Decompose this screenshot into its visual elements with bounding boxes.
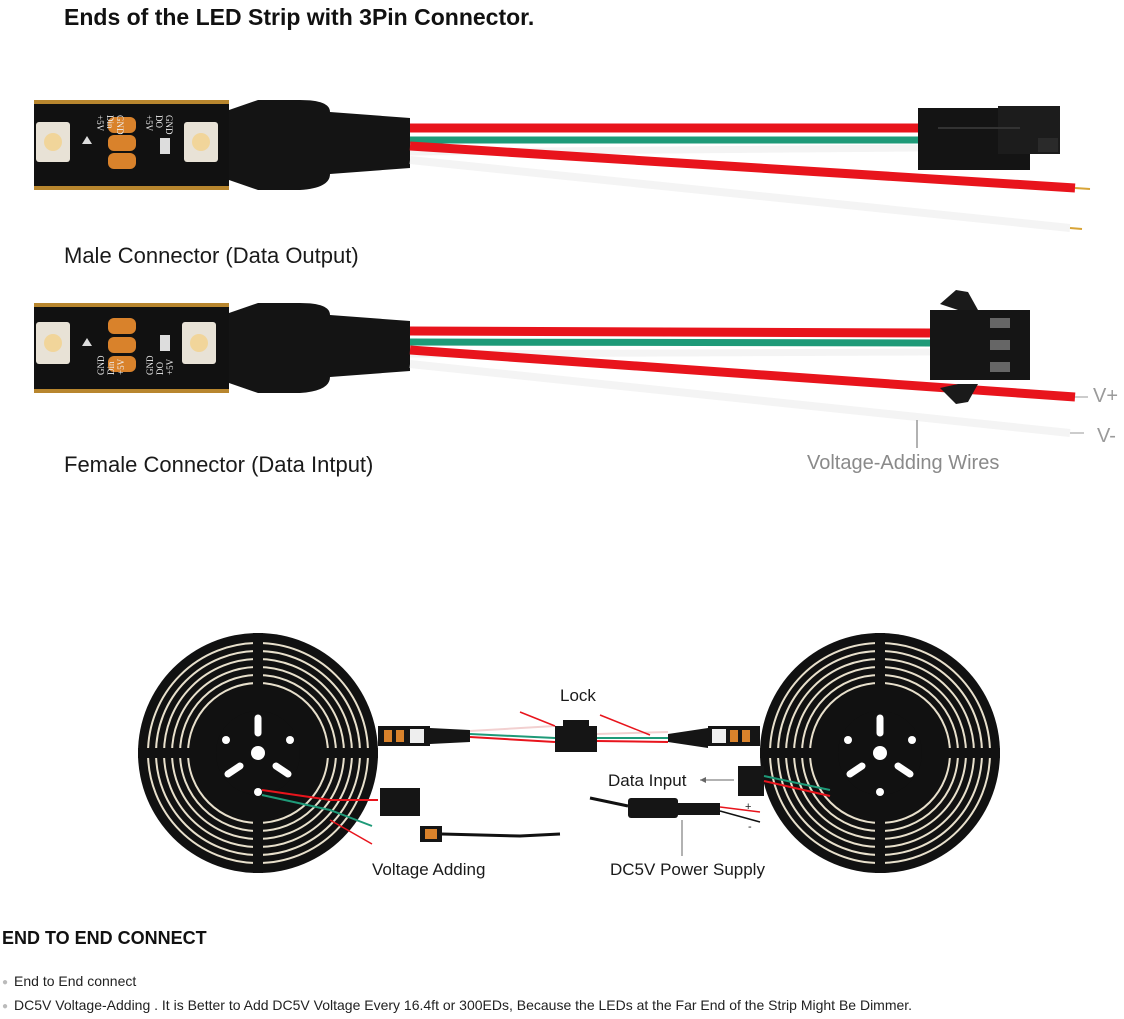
pad-label: GND [164,115,174,135]
pad-label: +5V [144,115,154,132]
section-heading: END TO END CONNECT [2,928,207,948]
data-input-label: Data Input [608,771,687,790]
svg-text:+: + [745,801,751,813]
bullet-text: End to End connect [14,973,137,989]
heat-shrink [229,303,410,393]
vminus-label: V- [1097,425,1116,447]
bullet-item: ● DC5V Voltage-Adding . It is Better to A… [2,997,912,1013]
bullet-item: ● End to End connect [2,973,136,989]
bullet-text: DC5V Voltage-Adding . It is Better to Ad… [14,997,913,1013]
pad-label: +5V [165,358,175,375]
male-strip [34,100,1091,232]
lock-label: Lock [560,686,596,705]
pad-label: +5V [95,115,105,132]
pad-label: DO [155,362,165,375]
female-connector [930,310,1030,380]
pad-label: DO [154,115,164,128]
power-supply-plug [628,798,678,818]
right-reel [760,633,1000,873]
voltage-adding-label: Voltage Adding [372,860,486,879]
data-input-connector [738,766,764,796]
svg-text:-: - [748,821,752,833]
female-connector-caption: Female Connector (Data Intput) [64,452,374,477]
left-reel [138,633,378,873]
pad-labels-male [98,112,108,172]
vplus-label: V+ [1093,385,1119,407]
pad-label: GND [96,355,106,375]
pad-label: Din [106,361,116,375]
power-supply-label: DC5V Power Supply [610,860,765,879]
pad-label: +5V [116,358,126,375]
pad-label: Din [105,115,115,129]
lock-connector [555,726,597,752]
page-title: Ends of the LED Strip with 3Pin Connecto… [64,4,535,30]
male-connector-caption: Male Connector (Data Output) [64,243,359,268]
heat-shrink [229,100,410,190]
female-strip [34,290,1088,448]
voltage-adding-wires-label: Voltage-Adding Wires [807,452,1000,474]
bullet-dot-icon: ● [2,976,9,988]
voltage-adding-connector [380,788,420,816]
pad-label: GND [145,355,155,375]
pad-label: GND [115,115,125,135]
bullet-dot-icon: ● [2,1000,9,1012]
